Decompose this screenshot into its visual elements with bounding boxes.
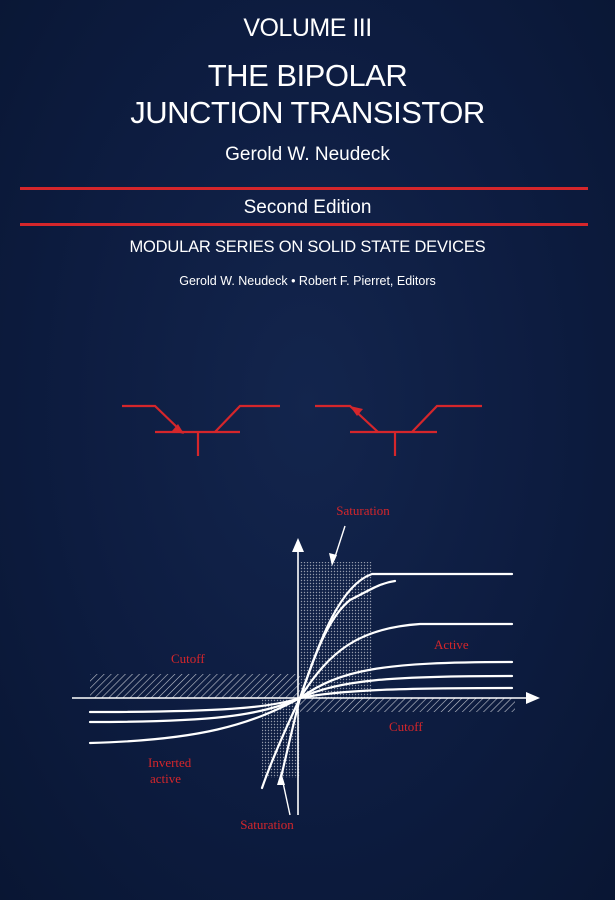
npn-transistor-symbol-icon xyxy=(122,404,280,456)
x-axis-arrow-icon xyxy=(526,692,540,704)
forward-curves xyxy=(298,572,514,700)
book-title-line1: THE BIPOLAR xyxy=(207,58,408,93)
red-rule-top xyxy=(20,187,588,190)
arrowhead-bottom-icon xyxy=(277,772,285,785)
book-title-line2: JUNCTION TRANSISTOR xyxy=(130,95,485,130)
label-cutoff-left: Cutoff xyxy=(171,651,205,666)
reverse-curves xyxy=(88,696,302,790)
cutoff-region-right xyxy=(300,698,515,712)
red-rule-bottom xyxy=(20,223,588,226)
author-name: Gerold W. Neudeck xyxy=(225,144,390,165)
label-inverted-line2: active xyxy=(150,771,181,786)
label-inverted-line1: Inverted xyxy=(148,755,192,770)
label-saturation-top: Saturation xyxy=(336,503,390,518)
series-title: MODULAR SERIES ON SOLID STATE DEVICES xyxy=(129,238,486,256)
saturation-region-top xyxy=(300,562,372,698)
label-active: Active xyxy=(434,637,469,652)
series-editors: Gerold W. Neudeck • Robert F. Pierret, E… xyxy=(179,274,436,288)
cutoff-region-left xyxy=(90,674,300,698)
volume-label: VOLUME III xyxy=(243,14,372,42)
label-cutoff-right: Cutoff xyxy=(389,719,423,734)
y-axis-arrow-icon xyxy=(292,538,304,552)
edition-label: Second Edition xyxy=(243,197,372,218)
label-saturation-bottom: Saturation xyxy=(240,817,294,832)
arrowhead-top-icon xyxy=(329,553,337,566)
pnp-transistor-symbol-icon xyxy=(315,404,482,456)
